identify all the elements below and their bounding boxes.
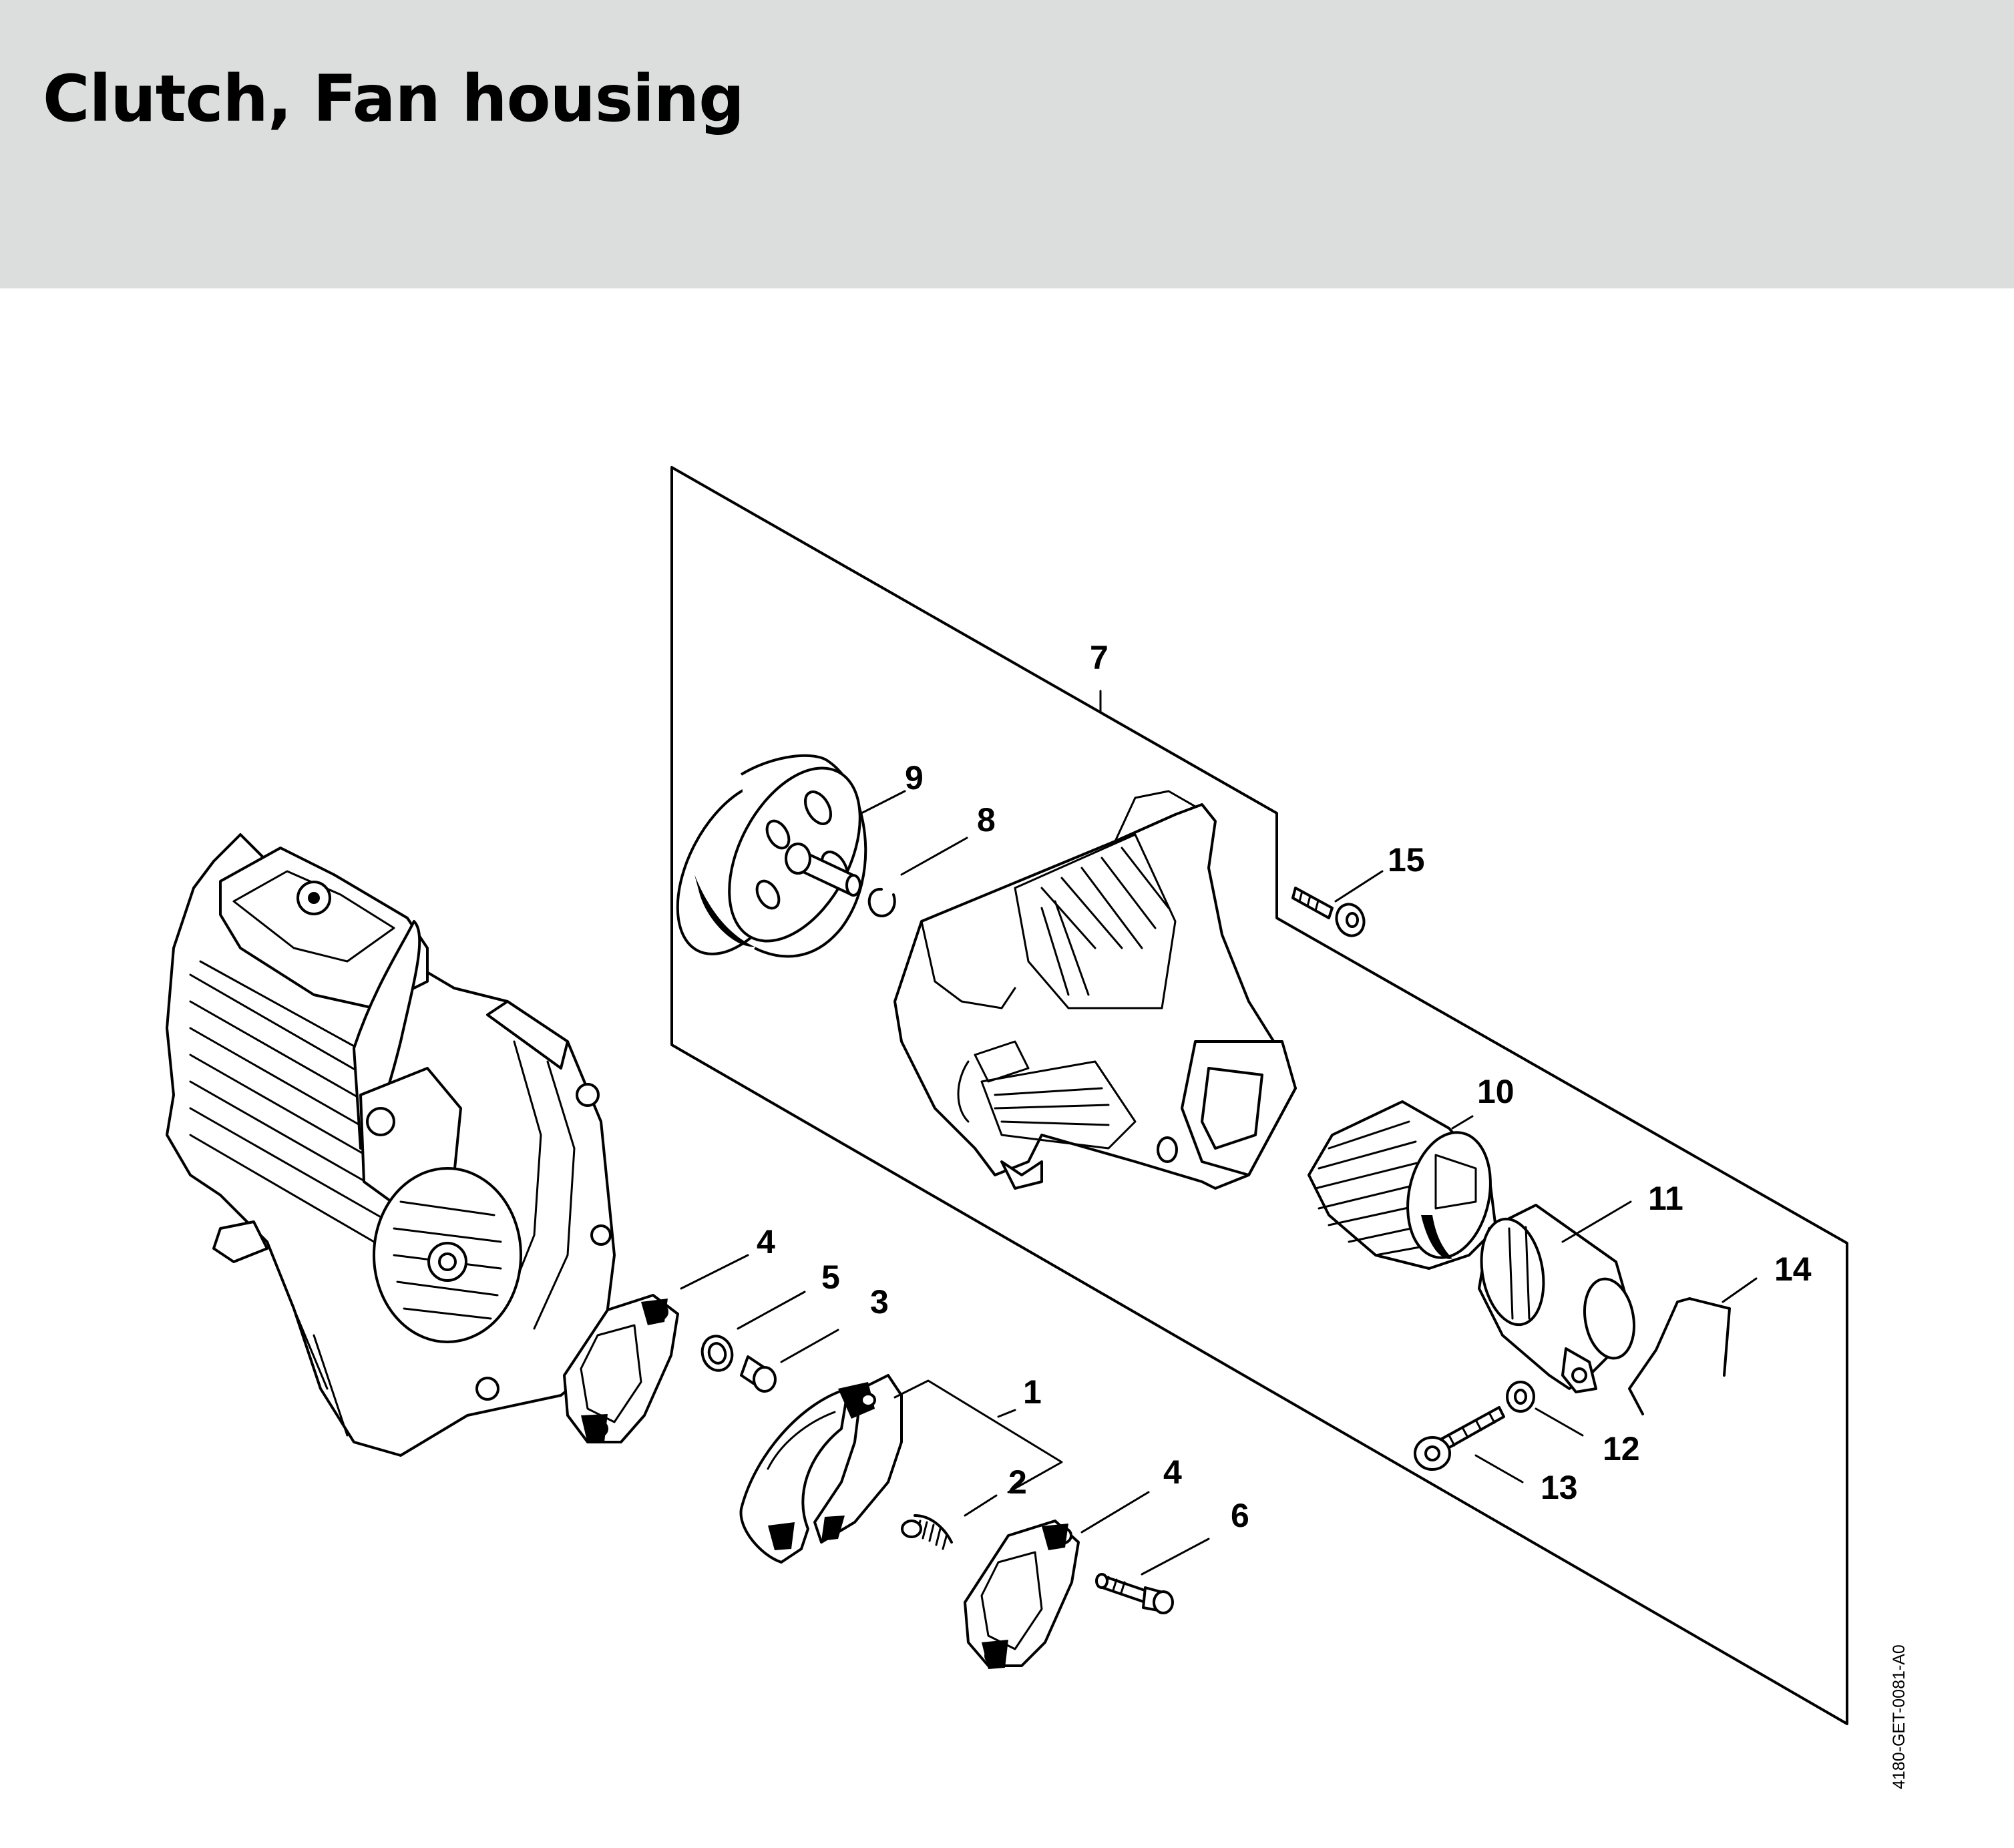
part-4-carrier-lower — [964, 1520, 1080, 1669]
callout-10: 10 — [1477, 1073, 1515, 1110]
part-3-sleeve — [740, 1355, 777, 1393]
callout-11: 11 — [1648, 1180, 1683, 1217]
leader-lines — [680, 690, 1758, 1576]
part-12-washer — [1506, 1381, 1535, 1413]
callout-4-lower: 4 — [1163, 1453, 1182, 1491]
part-9-clutch-drum — [676, 754, 867, 958]
part-14-spring-clip — [1628, 1297, 1731, 1415]
assembly-boundary — [670, 466, 1848, 1725]
callout-12: 12 — [1603, 1430, 1640, 1467]
part-4-carrier-upper — [563, 1294, 679, 1443]
callout-9: 9 — [905, 759, 924, 796]
callout-6: 6 — [1231, 1497, 1249, 1534]
part-15-screw — [1291, 887, 1366, 937]
callout-15: 15 — [1388, 841, 1425, 879]
callout-4-upper: 4 — [757, 1223, 775, 1260]
callout-8: 8 — [977, 801, 996, 839]
callout-13: 13 — [1541, 1469, 1578, 1506]
part-1-clutch-shoes — [739, 1374, 903, 1564]
callout-7: 7 — [1090, 639, 1109, 676]
title-banner: Clutch, Fan housing — [0, 0, 2014, 288]
callout-14: 14 — [1774, 1250, 1812, 1288]
page-title: Clutch, Fan housing — [43, 61, 745, 136]
callout-5: 5 — [821, 1258, 840, 1296]
part-7-fan-housing — [893, 790, 1297, 1190]
callout-3: 3 — [870, 1283, 889, 1321]
part-8-circlip — [867, 887, 896, 917]
part-13-screw — [1414, 1406, 1505, 1471]
callout-2: 2 — [1008, 1463, 1027, 1501]
engine-assembly — [166, 833, 616, 1457]
drawing-number: 4180-GET-0081-A0 — [1890, 1644, 1908, 1789]
part-2-spring — [901, 1514, 953, 1550]
part-5-washer — [700, 1335, 734, 1372]
part-10-fan-component — [1307, 1100, 1497, 1270]
callout-1: 1 — [1023, 1373, 1042, 1411]
part-6-bolt — [1095, 1573, 1174, 1614]
part-11-sleeve — [1478, 1204, 1635, 1393]
